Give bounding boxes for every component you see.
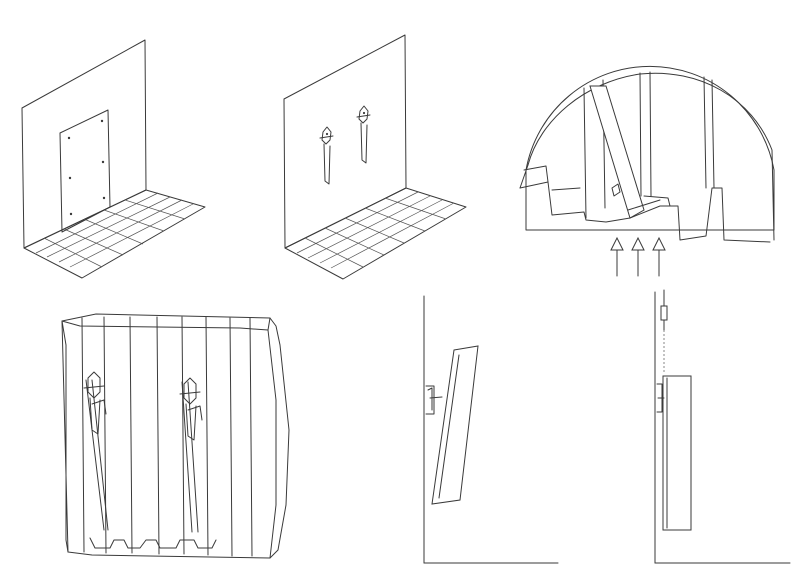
mounting-template [59, 109, 111, 233]
step-1-wall-with-template [21, 39, 206, 279]
side-bracket-6 [656, 383, 665, 413]
unit-side-tilted [431, 345, 479, 505]
screwdriver-icon [660, 289, 668, 372]
rear-bracket-right [179, 377, 203, 441]
wall-bracket-right [356, 105, 371, 164]
up-arrow-2 [631, 236, 645, 277]
wall-panel-2 [283, 34, 407, 249]
up-arrows [610, 236, 666, 277]
step-2-wall-with-brackets [283, 34, 467, 280]
wall-panel-1 [21, 39, 147, 249]
floor-grid-1 [23, 189, 206, 279]
up-arrow-3 [652, 236, 666, 277]
floor-grid-2 [284, 187, 467, 280]
side-bracket-5 [425, 385, 443, 415]
step-5-side-tilt [423, 295, 559, 564]
step-3-magnified-detail [519, 65, 775, 277]
rear-bracket-left [83, 371, 107, 435]
step-4-unit-rear [61, 313, 290, 559]
up-arrow-1 [610, 236, 624, 277]
wall-bracket-left [319, 126, 334, 185]
step-6-side-mounted [654, 289, 791, 564]
unit-side-mounted [662, 375, 692, 531]
bracket-plate-slanted [589, 85, 645, 219]
unit-outline [61, 313, 290, 559]
